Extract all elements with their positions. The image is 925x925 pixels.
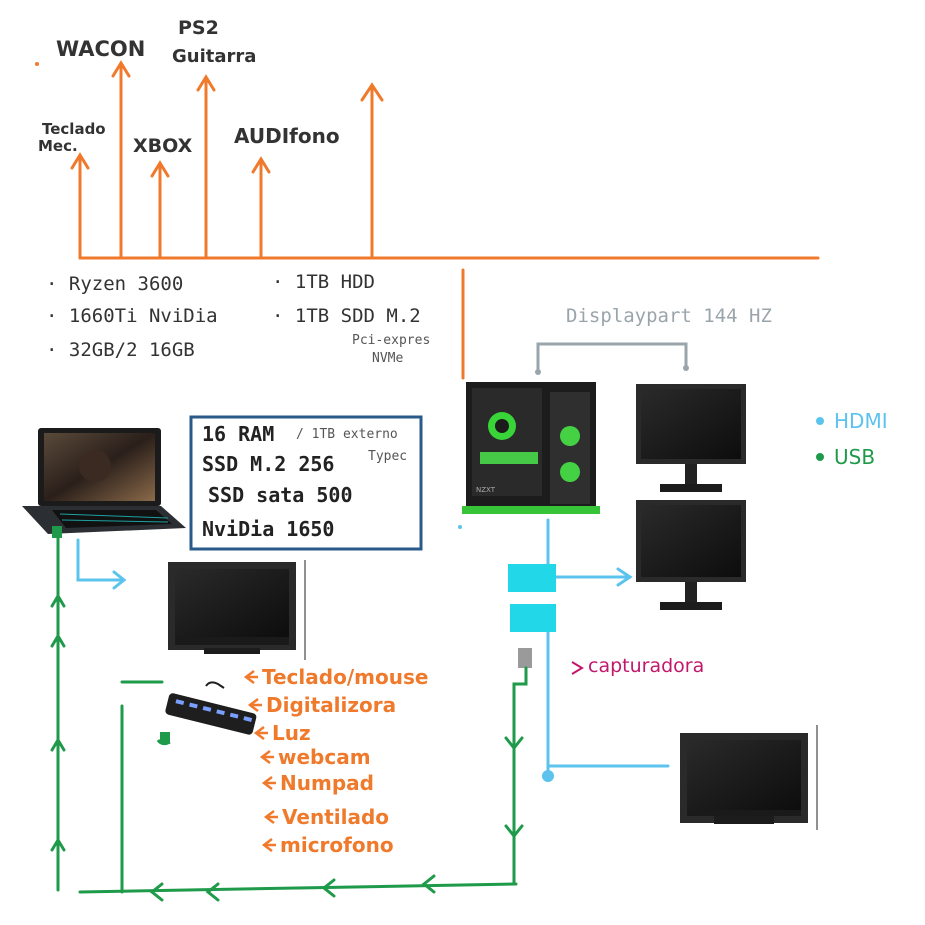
laptop-icon: [22, 428, 186, 534]
hub-item-luz: Luz: [272, 721, 311, 745]
displayport-bracket: [536, 342, 688, 372]
audifono-label: AUDIfono: [234, 124, 340, 148]
spec-ssd: · 1TB SDD M.2: [272, 305, 421, 327]
guitarra-label: Guitarra: [172, 46, 256, 67]
wacon-label: WACON: [56, 37, 145, 61]
usb-connections: [50, 532, 528, 902]
laptop-gpu: NviDia 1650: [202, 517, 334, 541]
usb-hub-icon: [156, 681, 257, 746]
ps2-label: PS2: [178, 17, 219, 39]
teclado-label-2: Mec.: [38, 137, 78, 155]
capture-device: [518, 648, 532, 668]
displayport-label: Displaypart 144 HZ: [566, 305, 772, 327]
pc-specs: · Ryzen 3600 · 1660Ti NviDia · 32GB/2 16…: [46, 271, 430, 366]
xbox-label: XBOX: [133, 135, 193, 157]
laptop-typec: Typec: [368, 449, 407, 464]
teclado-label: Teclado: [42, 120, 106, 138]
laptop-ram: 16 RAM: [202, 422, 274, 446]
capturadora-label: capturadora: [588, 655, 704, 677]
monitor-icon-mid-right: [636, 500, 746, 610]
monitor-icon-bottom-right: [680, 725, 818, 830]
hub-item-ventilado: Ventilado: [282, 805, 389, 829]
peripheral-bus: [70, 60, 820, 380]
hdmi-adapter-2: [510, 604, 556, 632]
spec-nvme: NVMe: [372, 351, 403, 366]
laptop-ssd-m2: SSD M.2 256: [202, 452, 334, 476]
hub-device-list: Teclado/mouse Digitalizora Luz webcam Nu…: [262, 665, 428, 857]
laptop-external: / 1TB externo: [296, 427, 398, 442]
legend: HDMI USB: [816, 409, 888, 469]
spec-pcie: Pci-expres: [352, 333, 430, 348]
monitor-icon-left: [168, 560, 306, 660]
hub-item-numpad: Numpad: [280, 771, 374, 795]
spec-cpu: · Ryzen 3600: [46, 273, 183, 295]
spec-hdd: · 1TB HDD: [272, 271, 375, 293]
monitor-icon-top-right: [636, 384, 746, 492]
hdmi-connections: [76, 518, 670, 778]
legend-usb: USB: [834, 445, 875, 469]
pc-tower-icon: NZXT: [462, 382, 600, 514]
laptop-spec-box: [189, 415, 423, 551]
legend-hdmi: HDMI: [834, 409, 888, 433]
hub-item-microfono: microfono: [280, 833, 394, 857]
svg-text:NZXT: NZXT: [476, 486, 496, 494]
spec-gpu: · 1660Ti NviDia: [46, 305, 218, 327]
legend-hdmi-dot: [816, 417, 824, 425]
laptop-ssd-sata: SSD sata 500: [208, 483, 353, 507]
hdmi-adapter-1: [508, 564, 556, 592]
hub-item-digitalizora: Digitalizora: [266, 693, 396, 717]
hub-item-webcam: webcam: [278, 745, 371, 769]
spec-ram: · 32GB/2 16GB: [46, 339, 195, 361]
legend-usb-dot: [816, 453, 824, 461]
hub-item-teclado: Teclado/mouse: [262, 665, 428, 689]
